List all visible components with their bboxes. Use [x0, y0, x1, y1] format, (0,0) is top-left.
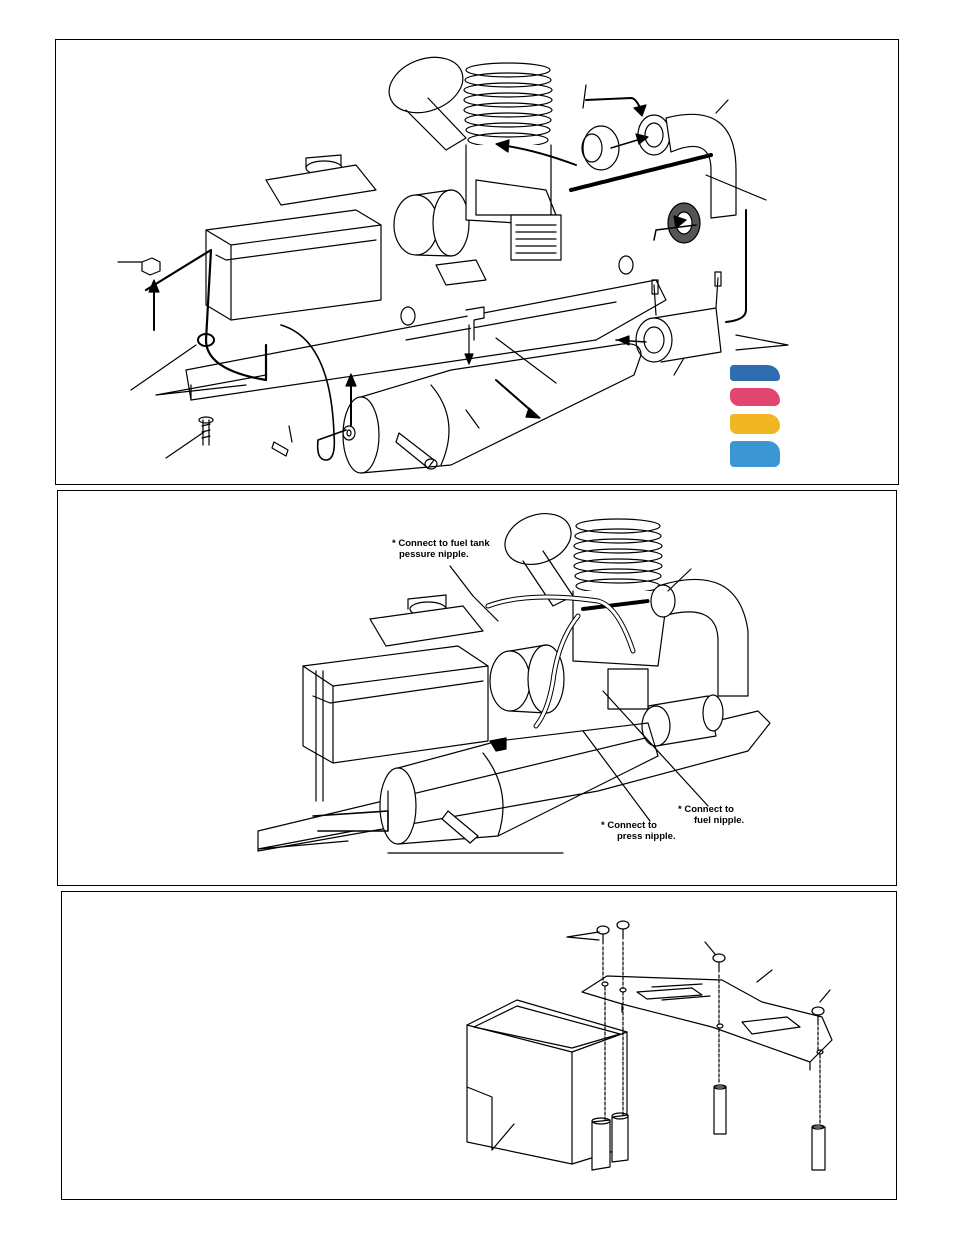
- color-swatch-yellow: [730, 414, 780, 434]
- note-fuel-tank-line1: * Connect to fuel tank: [392, 538, 490, 549]
- note-fuel-tank-line2: pessure nipple.: [392, 549, 490, 560]
- exhaust-assembly-panel: [55, 39, 899, 485]
- fuel-line-panel: * Connect to fuel tank pessure nipple. *…: [57, 490, 897, 886]
- note-press-nipple: * Connect to press nipple.: [601, 820, 676, 842]
- note-fuel-nipple: * Connect to fuel nipple.: [678, 804, 744, 826]
- receiver-box-diagram: [62, 892, 898, 1201]
- color-swatch-dark-blue: [730, 365, 780, 381]
- receiver-box-panel: [61, 891, 897, 1200]
- color-swatch-light-blue: [730, 441, 780, 467]
- note-press-line2: press nipple.: [601, 831, 676, 842]
- note-fuel-line2: fuel nipple.: [678, 815, 744, 826]
- note-press-line1: * Connect to: [601, 820, 676, 831]
- note-fuel-line1: * Connect to: [678, 804, 744, 815]
- color-swatch-pink: [730, 388, 780, 406]
- engine-cooling-fins: [574, 519, 662, 593]
- engine-cooling-fins: [464, 63, 552, 147]
- note-fuel-tank-nipple: * Connect to fuel tank pessure nipple.: [392, 538, 490, 560]
